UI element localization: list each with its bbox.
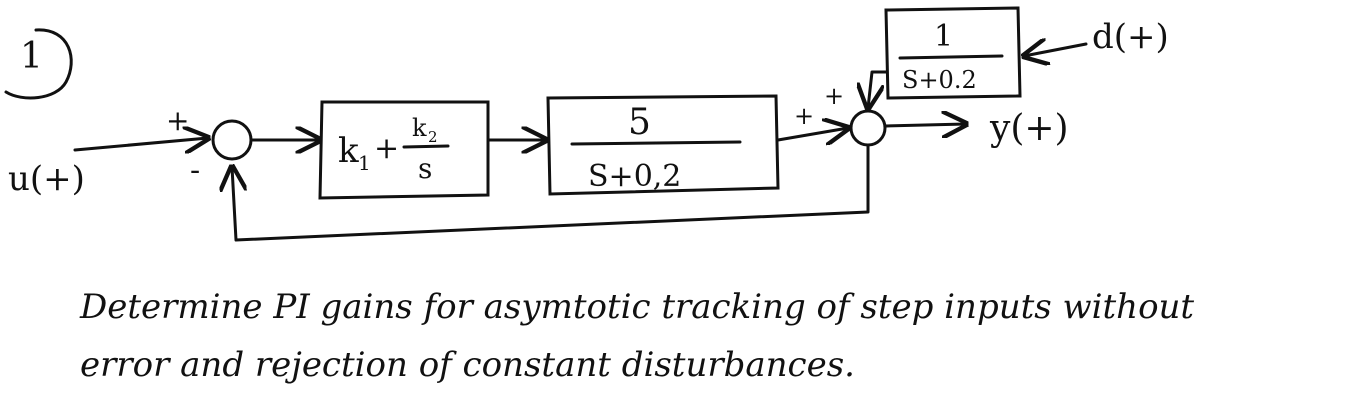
sum2-plus-sign-disturbance: + (824, 82, 844, 110)
sum1-plus-sign: + (166, 104, 189, 137)
input-signal-label: u(+) (8, 159, 85, 199)
controller-fraction-bar (402, 144, 450, 149)
disturbance-filter-denominator: S+0.2 (902, 66, 977, 94)
plant-fraction-bar (570, 140, 742, 146)
summing-junction-2 (849, 109, 887, 147)
disturbance-arrow (1024, 44, 1088, 56)
controller-k-sub1: 1 (358, 151, 371, 175)
input-arrow (73, 138, 208, 150)
disturbance-filter-block: 1 S+0.2 (884, 6, 1022, 100)
problem-number: 1 (4, 28, 73, 100)
controller-frac-den: s (418, 152, 432, 185)
plant-denominator: S+0,2 (588, 159, 681, 194)
disturbance-filter-fraction-bar (898, 54, 1004, 60)
disturbance-filter-numerator: 1 (934, 19, 953, 54)
disturbance-filter-to-sum2-arrow (868, 70, 888, 108)
sum1-minus-sign: - (190, 153, 200, 188)
controller-frac-num: k (412, 114, 427, 142)
plant-numerator: 5 (628, 102, 651, 143)
feedback-path (232, 143, 870, 242)
summing-junction-1 (211, 119, 253, 161)
problem-number-text: 1 (20, 36, 43, 77)
disturbance-signal-label: d(+) (1092, 17, 1169, 57)
controller-k: k (338, 131, 359, 171)
output-signal-label: y(+) (989, 108, 1069, 149)
problem-statement-line2: error and rejection of constant disturba… (80, 345, 855, 385)
sum2-plus-sign-plant: + (794, 102, 814, 130)
plant-to-sum2-arrow (776, 128, 848, 140)
controller-plus: + (374, 131, 399, 166)
plant-block: 5 S+0,2 (546, 94, 780, 196)
output-arrow (884, 124, 966, 126)
problem-statement-line1: Determine PI gains for asymtotic trackin… (79, 287, 1194, 327)
controller-frac-num-sub: 2 (428, 128, 438, 146)
controller-block: k 1 + k 2 s (318, 100, 490, 200)
